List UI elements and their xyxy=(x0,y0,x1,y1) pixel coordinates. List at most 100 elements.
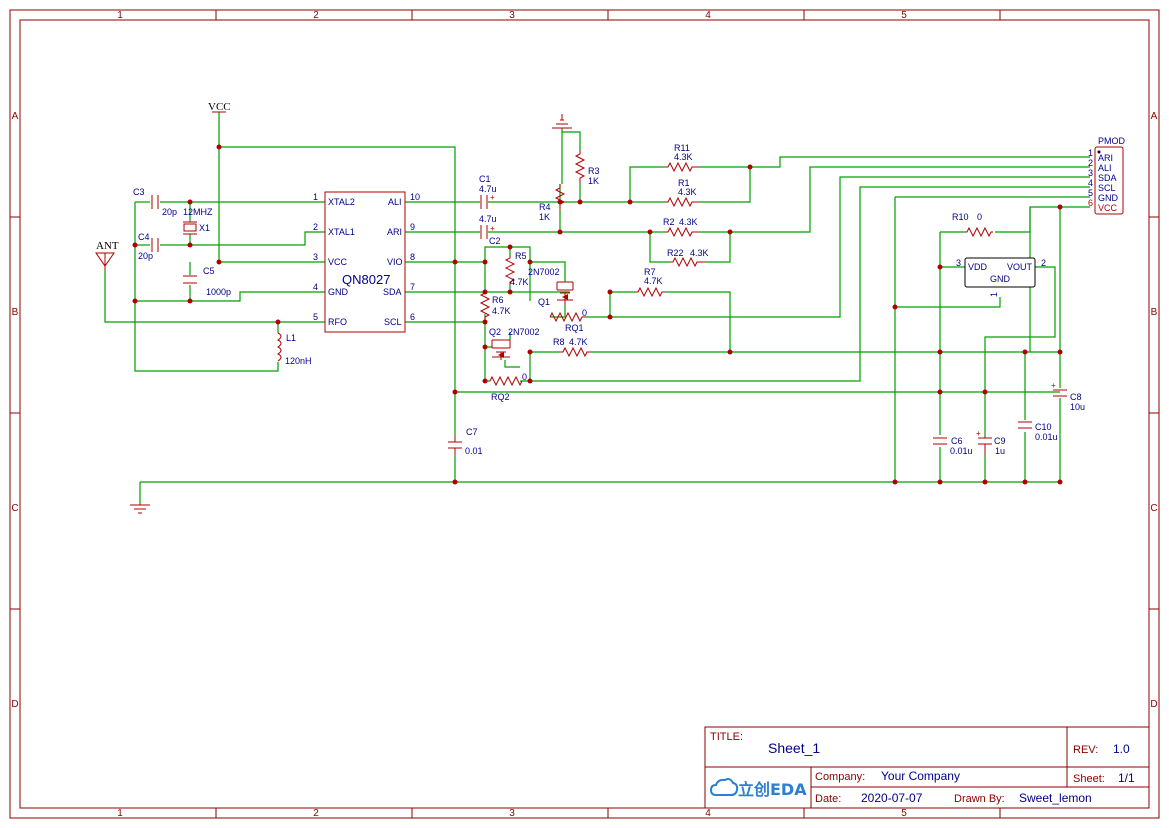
pmod-pin-name: ARI xyxy=(1098,153,1113,163)
svg-text:+: + xyxy=(490,224,495,233)
ic-pin-name: ARI xyxy=(387,227,402,237)
title-label: TITLE: xyxy=(710,731,743,743)
pmod-pin-num: 5 xyxy=(1088,188,1093,198)
company-label: Company: xyxy=(815,771,865,783)
pmod-pin-num: 3 xyxy=(1088,168,1093,178)
border-col-label: 3 xyxy=(509,808,515,819)
c9-ref: C9 xyxy=(994,436,1006,446)
ic-pin-num: 7 xyxy=(410,282,415,292)
pmod-pin-num: 4 xyxy=(1088,178,1093,188)
ic-pin-name: XTAL2 xyxy=(328,197,355,207)
rq2-ref: RQ2 xyxy=(491,392,510,402)
r1-value: 4.3K xyxy=(678,187,697,197)
c3-ref: C3 xyxy=(133,187,145,197)
border-row-label: C xyxy=(1150,503,1157,514)
q1-value: 2N7002 xyxy=(528,267,560,277)
c10-value: 0.01u xyxy=(1035,432,1058,442)
resistor-r2 xyxy=(665,226,700,238)
capacitor-c7 xyxy=(448,435,462,455)
ic-pin-name: XTAL1 xyxy=(328,227,355,237)
svg-text:+: + xyxy=(976,429,981,438)
capacitor-c9: + xyxy=(976,429,992,455)
ic-pin-num: 1 xyxy=(313,192,318,202)
border-row-label: D xyxy=(1150,699,1157,710)
r3-ref: R3 xyxy=(588,166,600,176)
pmod-pin-name: GND xyxy=(1098,193,1119,203)
rq1-ref: RQ1 xyxy=(565,323,584,333)
border-col-label: 1 xyxy=(117,808,123,819)
resistor-rq2 xyxy=(489,375,523,387)
ic-pin-name: VCC xyxy=(328,257,348,267)
rq2-value: 0 xyxy=(522,372,527,382)
drawn-by-value: Sweet_lemon xyxy=(1019,791,1092,805)
r10-ref: R10 xyxy=(952,212,969,222)
lceda-logo-text: 立创EDA xyxy=(738,780,807,799)
border-row-label: B xyxy=(12,307,19,318)
date-label: Date: xyxy=(815,793,841,805)
r8-ref: R8 xyxy=(553,337,565,347)
border-row-label: B xyxy=(1151,307,1158,318)
resistor-r8 xyxy=(560,346,592,358)
pmod-pin-num: 6 xyxy=(1088,198,1093,208)
resistor-r5 xyxy=(504,255,516,285)
border-col-label: 5 xyxy=(901,808,907,819)
pmod-pin-name: ALI xyxy=(1098,163,1112,173)
r8-value: 4.7K xyxy=(569,337,588,347)
rev-value: 1.0 xyxy=(1113,742,1130,756)
c7-ref: C7 xyxy=(466,427,478,437)
c2-ref: C2 xyxy=(489,236,501,246)
company-value: Your Company xyxy=(881,769,960,783)
ic-pin-name: SCL xyxy=(384,317,402,327)
resistor-r1 xyxy=(665,196,700,208)
c4-value: 20p xyxy=(138,251,153,261)
ic-pin-num: 9 xyxy=(410,222,415,232)
border-row-label: D xyxy=(11,699,18,710)
capacitor-c10 xyxy=(1018,421,1032,429)
crystal-x1 xyxy=(183,221,197,235)
pmod-connector xyxy=(1094,146,1124,215)
r7-ref: R7 xyxy=(644,267,656,277)
l1-value: 120nH xyxy=(285,356,312,366)
c1-value: 4.7u xyxy=(479,184,497,194)
border-row-label: A xyxy=(1151,111,1158,122)
regulator-gnd-label: GND xyxy=(990,274,1011,284)
border-row-label: A xyxy=(12,111,19,122)
r4-ref: R4 xyxy=(539,202,551,212)
c5-value: 1000p xyxy=(206,287,231,297)
ic-pin-num: 3 xyxy=(313,252,318,262)
border-col-label: 4 xyxy=(705,10,711,21)
drawn-by-label: Drawn By: xyxy=(954,793,1005,805)
r5-ref: R5 xyxy=(515,251,527,261)
ic-pin-num: 10 xyxy=(410,192,420,202)
pmod-pin-num: 2 xyxy=(1088,158,1093,168)
c3-value: 20p xyxy=(162,207,177,217)
ground-symbol-icon xyxy=(130,504,150,514)
c5-ref: C5 xyxy=(203,266,215,276)
mosfet-q1 xyxy=(556,281,574,305)
capacitor-c5 xyxy=(183,275,197,284)
regulator-pin-num: 3 xyxy=(956,258,961,268)
ic-name: QN8027 xyxy=(342,272,390,287)
wires xyxy=(104,112,1090,505)
c9-value: 1u xyxy=(995,446,1005,456)
r3-value: 1K xyxy=(588,176,599,186)
q2-value: 2N7002 xyxy=(508,327,540,337)
q1-ref: Q1 xyxy=(538,297,550,307)
resistor-r7 xyxy=(635,286,665,298)
ic-pin-num: 8 xyxy=(410,252,415,262)
svg-text:+: + xyxy=(490,193,495,202)
pmod-pin-num: 1 xyxy=(1088,148,1093,158)
ic-pin-num: 4 xyxy=(313,282,318,292)
r11-ref: R11 xyxy=(674,143,690,153)
sheet-label: Sheet: xyxy=(1073,773,1105,785)
rev-label: REV: xyxy=(1073,744,1098,756)
x1-ref: X1 xyxy=(199,223,210,233)
r6-ref: R6 xyxy=(492,295,504,305)
border-col-label: 2 xyxy=(313,10,319,21)
r2-value: 4.3K xyxy=(679,217,698,227)
ic-pin-num: 2 xyxy=(313,222,318,232)
ic-pin-name: SDA xyxy=(383,287,402,297)
pmod-pin-name: SDA xyxy=(1098,173,1117,183)
capacitor-c1: + xyxy=(480,193,495,209)
